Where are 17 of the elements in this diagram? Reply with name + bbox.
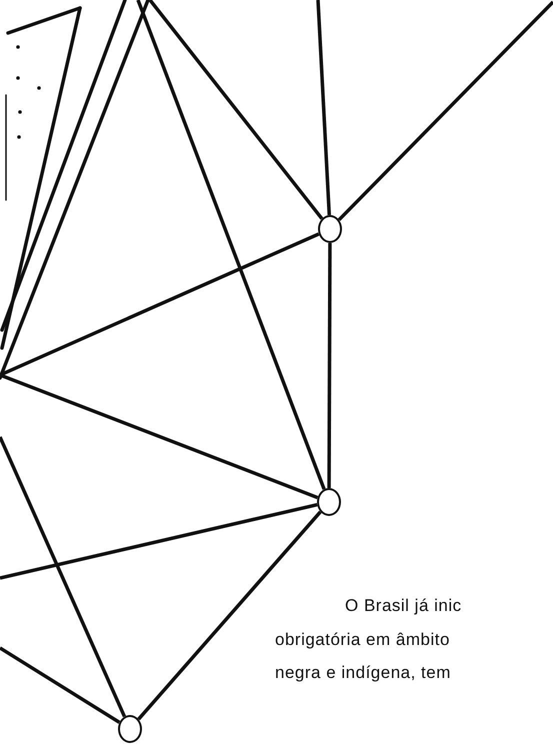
text-line: negra e indígena, tem <box>275 663 451 683</box>
connector-line <box>0 373 318 500</box>
connector-line <box>148 0 324 220</box>
text-line: obrigatória em âmbito <box>275 630 450 650</box>
circle-node <box>318 215 342 243</box>
connector-line <box>327 243 332 488</box>
connector-line <box>316 0 332 216</box>
circle-node <box>317 488 341 516</box>
connector-line <box>0 436 126 718</box>
connector-line <box>0 646 120 724</box>
connector-line <box>338 0 553 222</box>
connector-line <box>136 0 326 490</box>
text-line: O Brasil já inic <box>345 596 462 616</box>
circle-node <box>118 715 142 743</box>
connector-line <box>0 503 318 580</box>
connector-line <box>137 510 322 720</box>
connector-line <box>0 232 320 377</box>
